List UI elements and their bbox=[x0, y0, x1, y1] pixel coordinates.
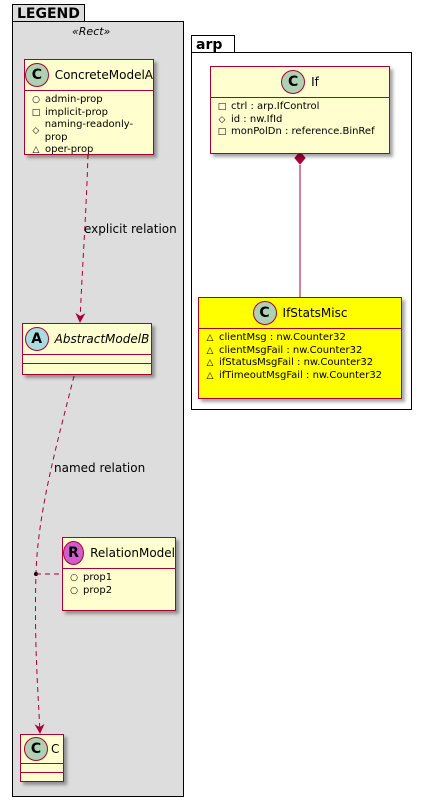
if-class-name: If bbox=[311, 75, 319, 89]
package-icon: △ bbox=[206, 358, 214, 368]
relation-model-class: R RelationModel ○ prop1 ○ prop2 bbox=[62, 537, 176, 611]
field-text: implicit-prop bbox=[45, 106, 108, 118]
package-icon: △ bbox=[32, 145, 40, 155]
field-row: □ implicit-prop bbox=[31, 107, 153, 120]
field-row: △ oper-prop bbox=[31, 144, 153, 157]
field-row: □ ctrl : arp.IfControl bbox=[217, 101, 389, 114]
named-relation-label: named relation bbox=[54, 461, 146, 475]
class-icon: C bbox=[252, 301, 277, 325]
protected-icon: ◇ bbox=[32, 126, 40, 137]
c-class: C C bbox=[20, 734, 64, 782]
class-icon: C bbox=[25, 63, 49, 87]
field-row: ◇ id : nw.IfId bbox=[217, 114, 389, 127]
ifstatsmisc-class: C IfStatsMisc △ clientMsg : nw.Counter32 … bbox=[198, 297, 402, 399]
abstract-model-name: AbstractModelB bbox=[54, 332, 150, 346]
public-icon: ○ bbox=[70, 573, 78, 583]
if-class: C If □ ctrl : arp.IfControl ◇ id : nw.IfId… bbox=[210, 66, 390, 154]
c-class-name: C bbox=[51, 742, 60, 756]
arp-package-tab: arp bbox=[191, 35, 235, 54]
field-row: △ ifStatusMsgFail : nw.Counter32 bbox=[205, 357, 401, 370]
concrete-model-header: C ConcreteModelA bbox=[25, 60, 153, 91]
field-text: monPolDn : reference.BinRef bbox=[231, 126, 375, 137]
arp-package-title: arp bbox=[196, 37, 223, 53]
relation-model-fields: ○ prop1 ○ prop2 bbox=[63, 569, 175, 600]
private-icon: □ bbox=[217, 127, 227, 137]
field-row: ○ prop2 bbox=[69, 585, 175, 598]
relation-icon: R bbox=[63, 541, 85, 565]
abstract-model-header: A AbstractModelB bbox=[23, 324, 151, 355]
package-icon: △ bbox=[206, 345, 214, 356]
legend-package-title: LEGEND bbox=[17, 6, 80, 22]
field-text: prop1 bbox=[83, 572, 113, 583]
field-row: △ ifTimeoutMsgFail : nw.Counter32 bbox=[205, 370, 401, 383]
ifstatsmisc-header: C IfStatsMisc bbox=[199, 298, 401, 329]
field-text: clientMsg : nw.Counter32 bbox=[219, 332, 346, 343]
private-icon: □ bbox=[31, 107, 41, 118]
field-row: ◇ naming-readonly-prop bbox=[31, 119, 153, 144]
field-text: oper-prop bbox=[45, 144, 94, 155]
c-class-header: C C bbox=[21, 735, 63, 764]
field-row: ○ prop1 bbox=[69, 572, 175, 585]
public-icon: ○ bbox=[32, 95, 40, 105]
field-text: ifTimeoutMsgFail : nw.Counter32 bbox=[219, 369, 383, 381]
package-icon: △ bbox=[206, 333, 214, 343]
legend-package-tab: LEGEND bbox=[12, 4, 85, 23]
field-text: ctrl : arp.IfControl bbox=[231, 101, 320, 112]
private-icon: □ bbox=[217, 102, 227, 112]
field-row: △ clientMsg : nw.Counter32 bbox=[205, 332, 401, 345]
field-text: naming-readonly-prop bbox=[44, 119, 134, 143]
empty-section bbox=[23, 355, 151, 364]
field-row: △ clientMsgFail : nw.Counter32 bbox=[205, 345, 401, 358]
if-class-fields: □ ctrl : arp.IfControl ◇ id : nw.IfId □ mon… bbox=[211, 98, 389, 142]
package-icon: △ bbox=[206, 370, 214, 381]
field-text: admin-prop bbox=[45, 94, 103, 105]
field-text: clientMsgFail : nw.Counter32 bbox=[219, 344, 363, 356]
ifstatsmisc-name: IfStatsMisc bbox=[282, 306, 348, 320]
concrete-model-fields: ○ admin-prop □ implicit-prop ◇ naming-reado… bbox=[25, 91, 153, 160]
abstract-model-class: A AbstractModelB bbox=[22, 323, 152, 375]
protected-icon: ◇ bbox=[218, 114, 226, 125]
class-icon: C bbox=[281, 70, 306, 94]
field-text: ifStatusMsgFail : nw.Counter32 bbox=[219, 357, 374, 368]
empty-section bbox=[21, 764, 63, 773]
field-row: □ monPolDn : reference.BinRef bbox=[217, 126, 389, 139]
concrete-model-name: ConcreteModelA bbox=[54, 68, 153, 82]
legend-stereotype: «Rect» bbox=[72, 25, 111, 38]
field-text: id : nw.IfId bbox=[231, 113, 283, 125]
if-class-header: C If bbox=[211, 67, 389, 98]
relation-model-header: R RelationModel bbox=[63, 538, 175, 569]
abstract-icon: A bbox=[24, 327, 49, 351]
explicit-relation-label: explicit relation bbox=[84, 222, 177, 236]
ifstatsmisc-fields: △ clientMsg : nw.Counter32 △ clientMsgFail… bbox=[199, 329, 401, 385]
concrete-model-class: C ConcreteModelA ○ admin-prop □ implicit-p… bbox=[24, 59, 154, 155]
field-row: ○ admin-prop bbox=[31, 94, 153, 107]
public-icon: ○ bbox=[70, 585, 78, 596]
class-icon: C bbox=[24, 737, 48, 761]
field-text: prop2 bbox=[83, 584, 113, 596]
relation-model-name: RelationModel bbox=[90, 546, 175, 560]
